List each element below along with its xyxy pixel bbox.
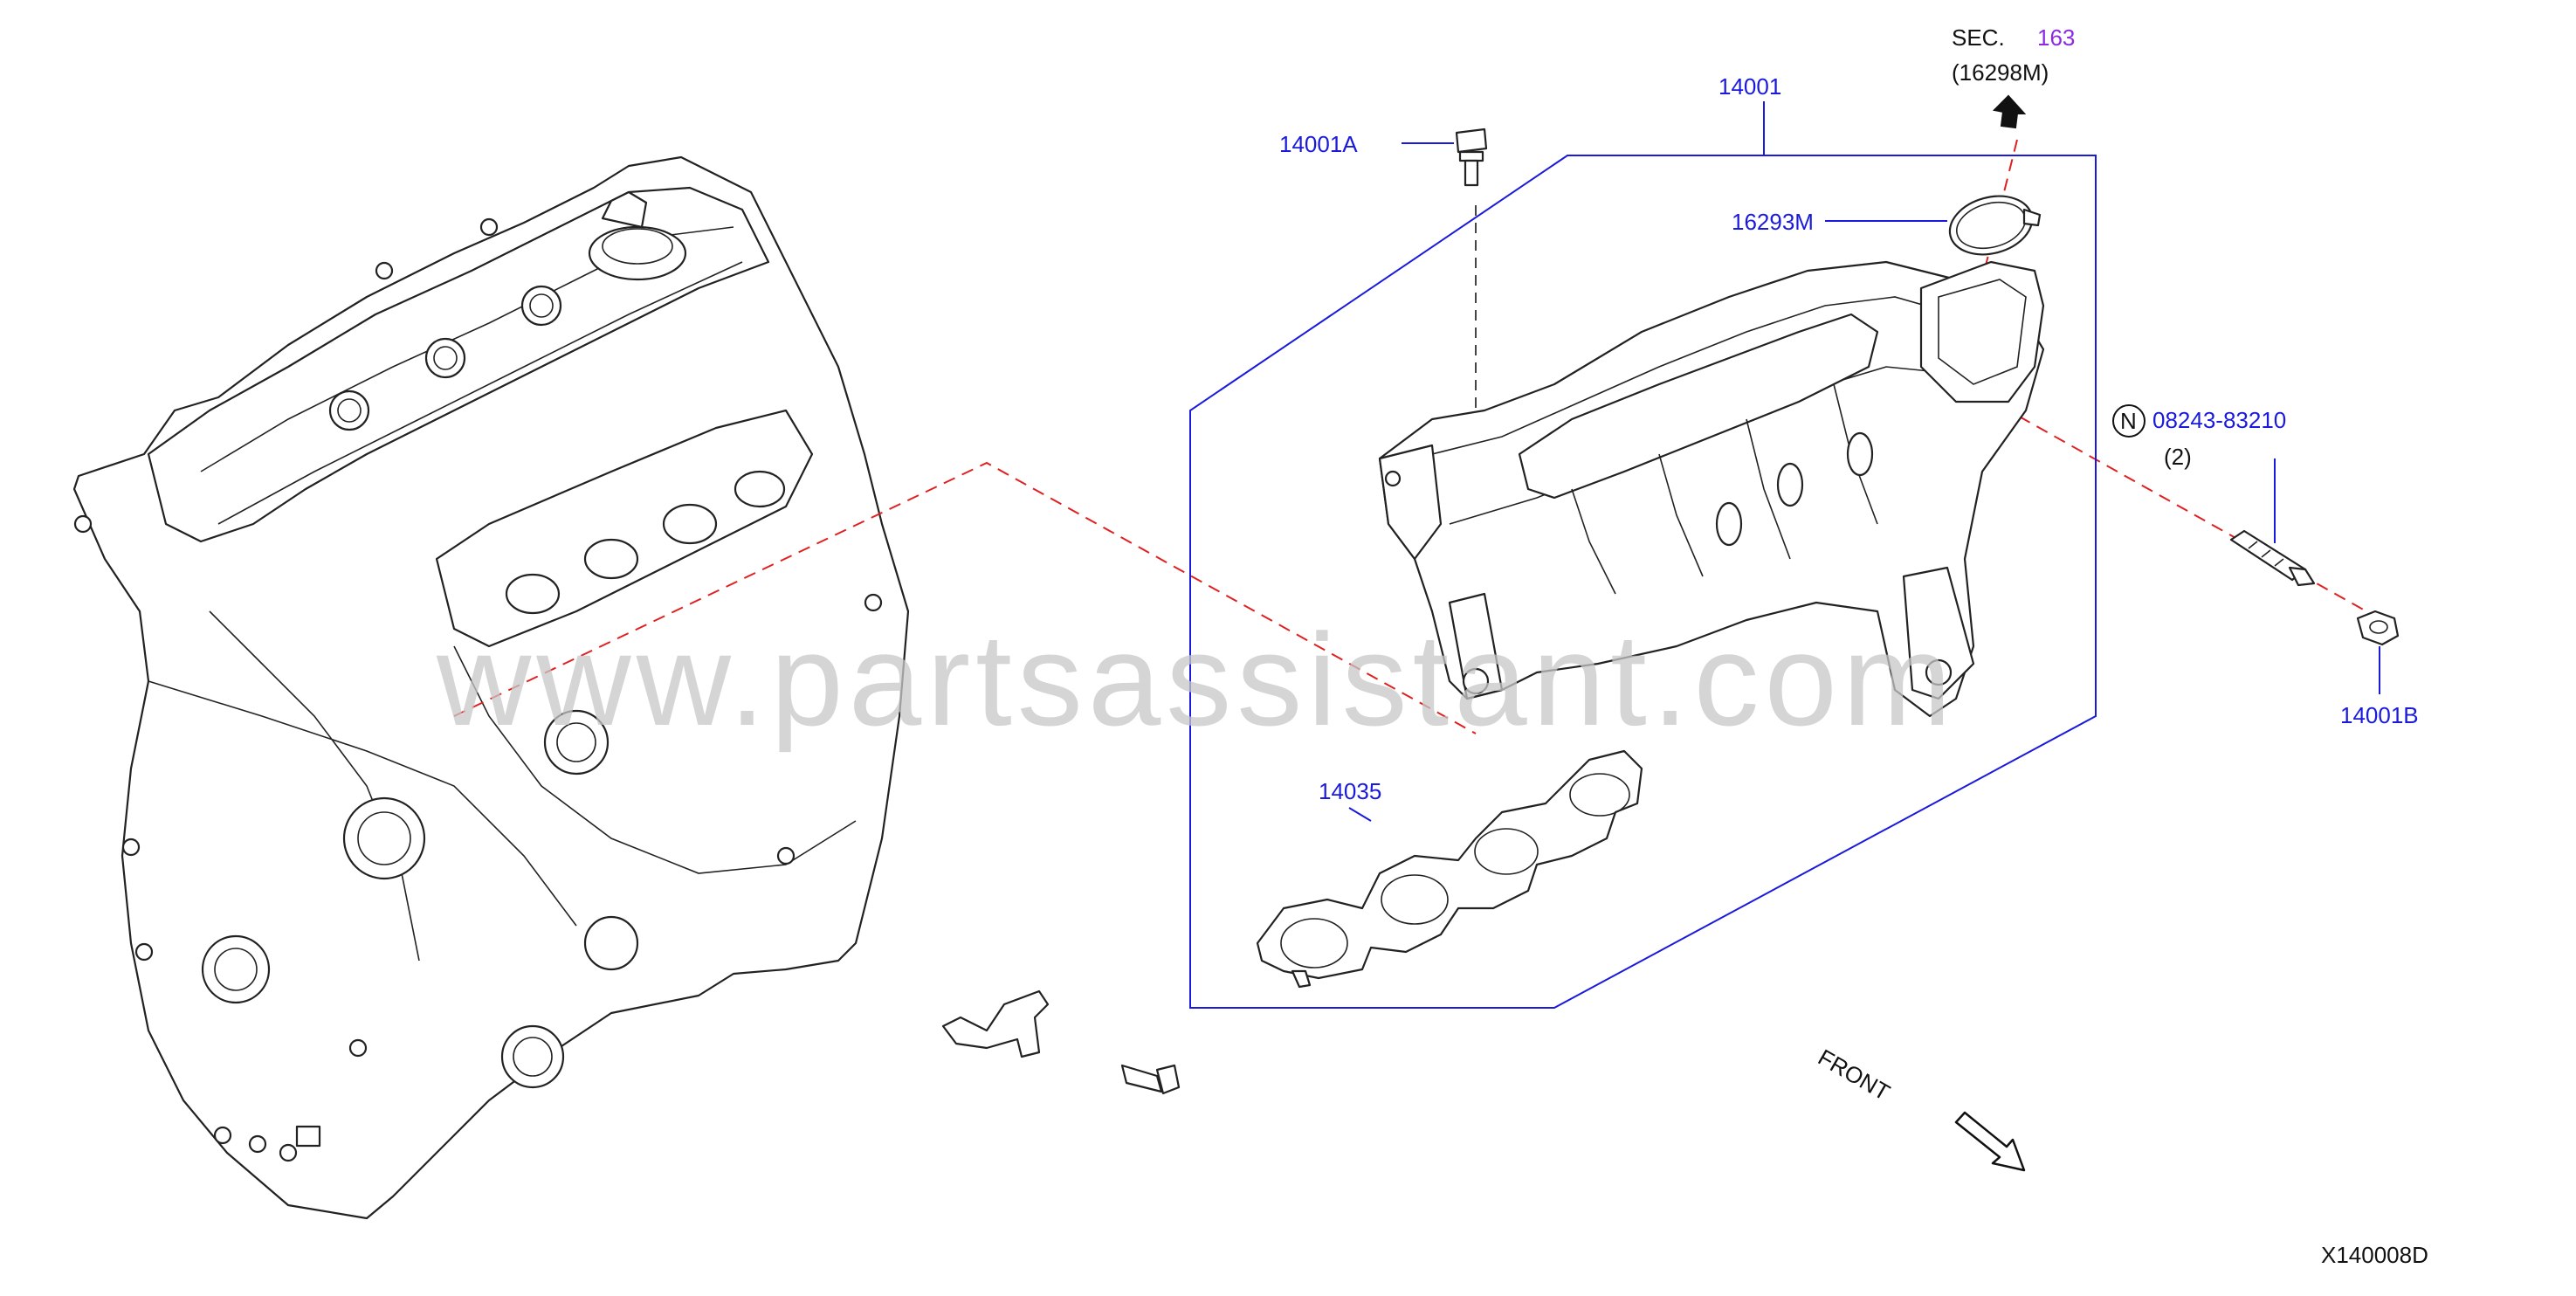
section-arrow-icon (1992, 94, 2027, 129)
label-08243-83210[interactable]: 08243-83210 (2152, 407, 2286, 433)
quantity: (2) (2164, 444, 2192, 470)
gasket-16293m (1948, 195, 2042, 256)
front-arrow-icon (1954, 1111, 2026, 1172)
engine-block (72, 155, 1181, 1220)
assembly-boundary (1189, 155, 2097, 1009)
stud-08243-83210 (2229, 529, 2316, 587)
section-ref: (16298M) (1952, 59, 2049, 86)
label-16293m[interactable]: 16293M (1732, 209, 1814, 235)
label-14001a[interactable]: 14001A (1279, 131, 1358, 157)
label-14001b[interactable]: 14001B (2340, 702, 2419, 728)
drawing-id: X140008D (2321, 1242, 2428, 1268)
gasket-14035 (1256, 749, 1643, 989)
intake-manifold (1378, 260, 2045, 718)
watermark: www.partsassistant.com (436, 606, 1957, 753)
n-symbol-circle (2112, 404, 2146, 438)
section-link-163[interactable]: 163 (2037, 24, 2075, 51)
front-label: FRONT (1814, 1044, 1895, 1106)
nut-14001b (2356, 610, 2400, 646)
bolt-14001a (1455, 128, 1488, 187)
leader-lines (1348, 101, 2380, 822)
n-symbol: N (2120, 408, 2137, 434)
label-14035[interactable]: 14035 (1319, 778, 1381, 804)
label-14001[interactable]: 14001 (1718, 73, 1781, 100)
section-prefix: SEC. (1952, 24, 2005, 51)
